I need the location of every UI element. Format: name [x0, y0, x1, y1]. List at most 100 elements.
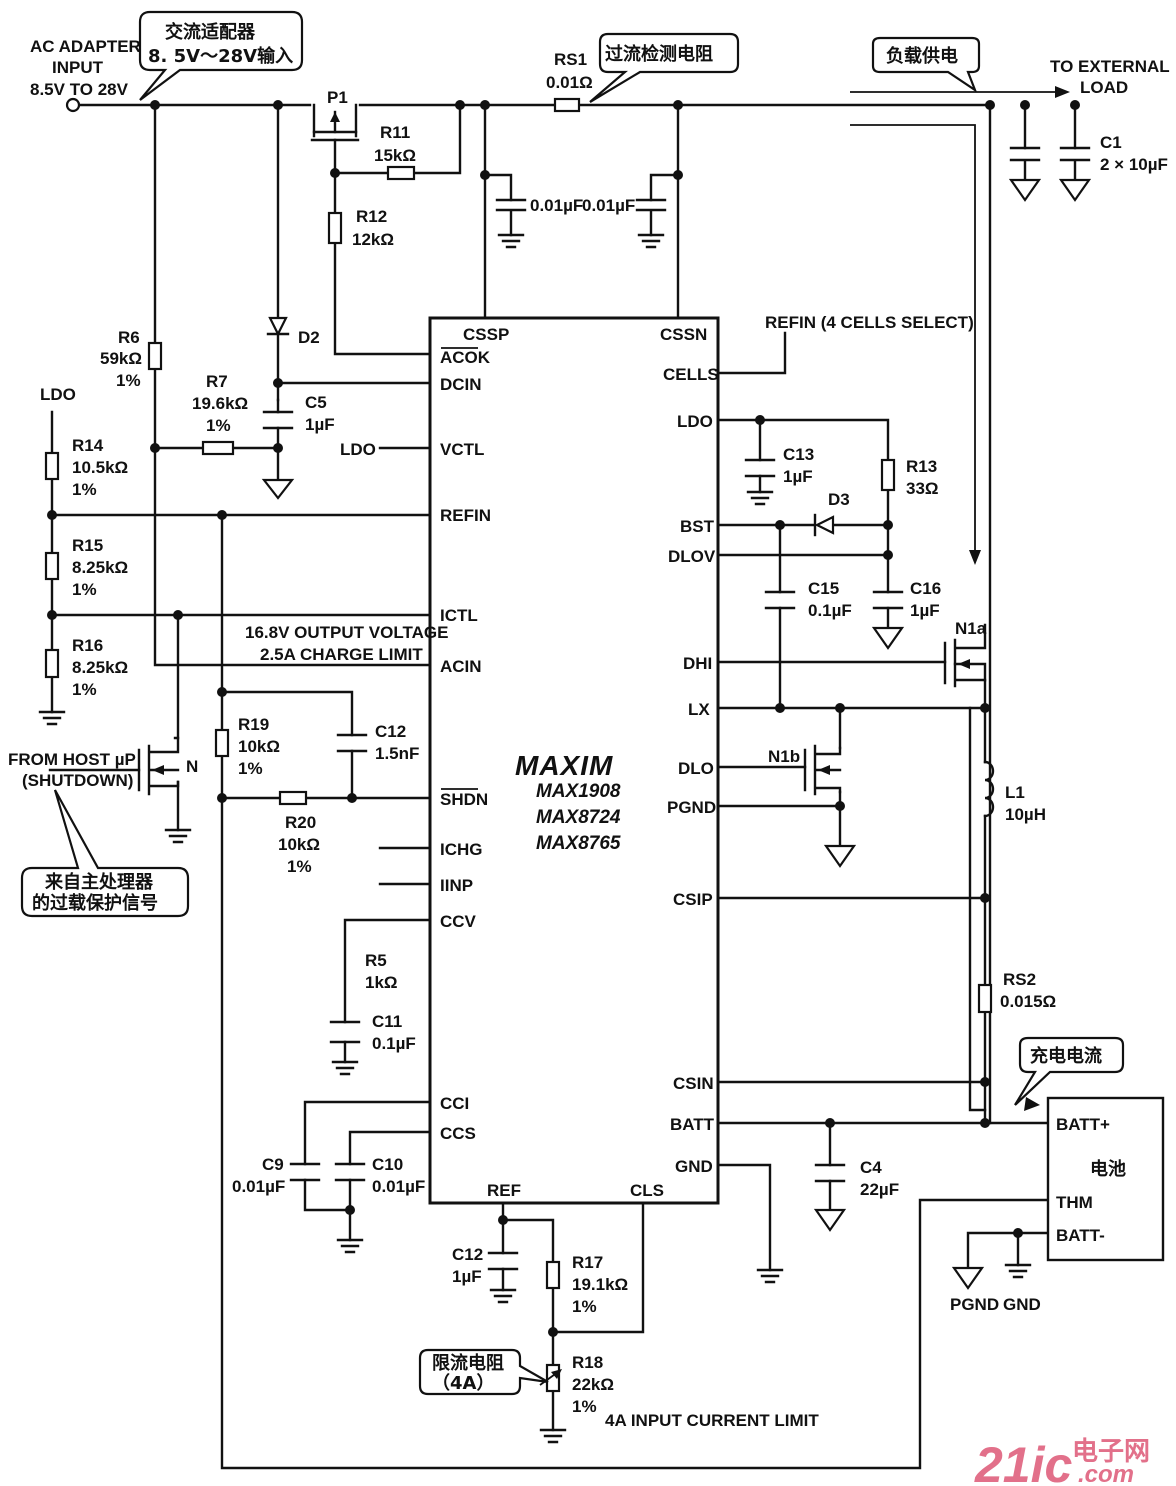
battery-plus: BATT+ [1056, 1115, 1110, 1134]
junction [775, 520, 785, 530]
ic-pin-ictl: ICTL [440, 606, 478, 625]
diodes [266, 316, 835, 537]
n1a-body [953, 662, 987, 682]
transistors [137, 110, 987, 796]
ic-pin-ccv: CCV [440, 912, 477, 931]
c13-name: C13 [783, 445, 814, 464]
ic-pin-ref: REF [487, 1181, 521, 1200]
c16-cap [872, 590, 904, 610]
ic-pin-shdn: SHDN [440, 790, 488, 809]
d3-name: D3 [828, 490, 850, 509]
ground-triangle [1008, 178, 1042, 202]
r15-resistor [44, 551, 60, 581]
junction [883, 520, 893, 530]
host-label-line1: FROM HOST µP [8, 750, 136, 769]
junction [980, 1077, 990, 1087]
c12b-name: C12 [452, 1245, 483, 1264]
ground [1004, 1263, 1032, 1279]
ground-symbols [38, 178, 1092, 1444]
l1-name: L1 [1005, 783, 1025, 802]
r16-resistor [44, 648, 60, 679]
junction [1020, 100, 1030, 110]
output-voltage-note: 16.8V OUTPUT VOLTAGE [245, 623, 448, 642]
r13-name: R13 [906, 457, 937, 476]
ic-pin-iinp: IINP [440, 876, 473, 895]
r18-callout-line1: 限流电阻 [432, 1352, 504, 1374]
junction [217, 793, 227, 803]
junction [330, 168, 340, 178]
c12a-name: C12 [375, 722, 406, 741]
r14-value: 10.5kΩ [72, 458, 128, 477]
r17-resistor [545, 1260, 561, 1290]
cap-cssp [495, 198, 527, 237]
r19-name: R19 [238, 715, 269, 734]
r18-name: R18 [572, 1353, 603, 1372]
charge-arrow-head [1024, 1097, 1040, 1111]
junction [273, 378, 283, 388]
r18-wiper-head [551, 1369, 562, 1379]
junction [273, 100, 283, 110]
ic-pin-ccs: CCS [440, 1124, 476, 1143]
ic-pin-ichg: ICHG [440, 840, 483, 859]
input-limit-note: 4A INPUT CURRENT LIMIT [605, 1411, 819, 1430]
r14-resistor [44, 451, 60, 481]
junction [173, 610, 183, 620]
rs2-value: 0.015Ω [1000, 992, 1056, 1011]
capacitors [262, 146, 1091, 1271]
ic-pin-cssp: CSSP [463, 325, 509, 344]
junction [498, 1215, 508, 1225]
c15-value: 0.1µF [808, 601, 852, 620]
c10-cap [334, 1162, 366, 1182]
r20-resistor [278, 790, 308, 806]
r17-tol: 1% [572, 1297, 597, 1316]
rs1-resistor [553, 97, 581, 113]
charge-callout: 充电电流 [1030, 1045, 1102, 1067]
junction [273, 443, 283, 453]
maxim-logo: MAXIM [515, 750, 613, 781]
ground [336, 1238, 364, 1254]
ic-pin-dhi: DHI [683, 654, 712, 673]
d3-diode [814, 515, 835, 535]
junction [347, 793, 357, 803]
host-callout-line1: 来自主处理器 [44, 871, 154, 893]
load-label-line1: TO EXTERNAL [1050, 57, 1170, 76]
rs2-resistor [977, 983, 993, 1014]
input-callout-line1: 交流适配器 [165, 21, 256, 43]
ground-triangle [813, 1208, 847, 1232]
r20-tol: 1% [287, 857, 312, 876]
junction [548, 1327, 558, 1337]
ic-pin-labels: CSSP CSSN ACOK DCIN VCTL REFIN ICTL ACIN… [440, 325, 719, 1200]
cap-cssp-value: 0.01µF [530, 196, 583, 215]
junction [455, 100, 465, 110]
ic-pin-dlov: DLOV [668, 547, 716, 566]
input-callout-bubble [138, 10, 304, 101]
c4-cap [814, 1163, 846, 1183]
junction [217, 510, 227, 520]
ic-pin-cells: CELLS [663, 365, 719, 384]
r11-value: 15kΩ [374, 146, 416, 165]
r18-callout-line2: （4A） [432, 1373, 494, 1394]
ic-pin-pgnd: PGND [667, 798, 716, 817]
battery-box [1046, 1096, 1165, 1262]
input-label-line3: 8.5V TO 28V [30, 80, 129, 99]
battery-minus: BATT- [1056, 1226, 1105, 1245]
c16-name: C16 [910, 579, 941, 598]
rs1-callout: 过流检测电阻 [605, 43, 713, 65]
c1-value: 2 × 10µF [1100, 155, 1168, 174]
ground [637, 233, 665, 249]
rs1-callout-bubble [589, 32, 740, 103]
r12-resistor [327, 211, 343, 245]
junction [980, 1118, 990, 1128]
p1-name: P1 [327, 88, 348, 107]
r13-value: 33Ω [906, 479, 939, 498]
junction [47, 610, 57, 620]
ic-pin-batt: BATT [670, 1115, 715, 1134]
c16-value: 1µF [910, 601, 940, 620]
c1-cap-a [1009, 146, 1041, 180]
ic-pin-csip: CSIP [673, 890, 713, 909]
r19-tol: 1% [238, 759, 263, 778]
current-arrow-head [969, 550, 981, 565]
ic-pin-csin: CSIN [673, 1074, 714, 1093]
r5-name: R5 [365, 951, 387, 970]
junction [980, 893, 990, 903]
